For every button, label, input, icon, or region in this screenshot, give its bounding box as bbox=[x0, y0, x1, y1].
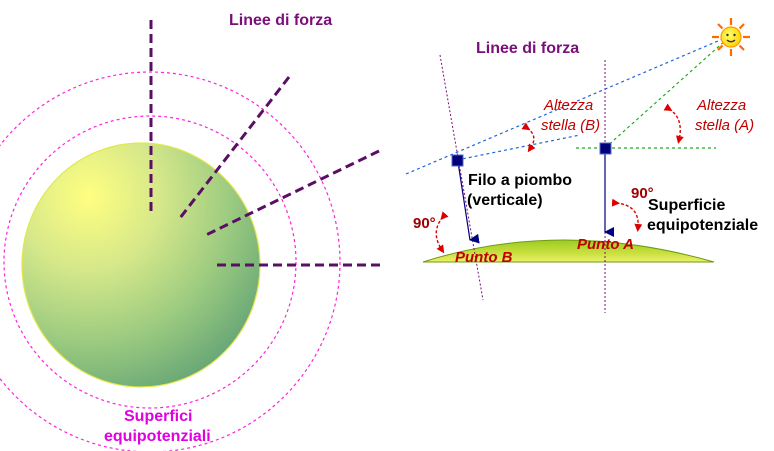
star-b-label-line1: Altezza bbox=[543, 97, 593, 114]
point-b-label: Punto B bbox=[455, 249, 513, 266]
right-title: Linee di forza bbox=[476, 40, 579, 57]
left-diagram: Linee di forza Superfici equipotenziali bbox=[0, 12, 380, 451]
star-b-label-line2: stella (B) bbox=[541, 117, 600, 134]
angle-arc-90-b bbox=[435, 211, 449, 254]
surface-label-line2: equipotenziale bbox=[647, 217, 758, 234]
ground-surface bbox=[422, 239, 715, 263]
star-ray-b bbox=[405, 37, 726, 175]
left-caption-line2: equipotenziali bbox=[104, 428, 211, 445]
field-line-steep bbox=[178, 76, 291, 219]
instrument-a bbox=[599, 142, 612, 155]
point-a-label: Punto A bbox=[577, 236, 634, 253]
equipotential-surface-outer bbox=[0, 71, 341, 451]
angle-b-label: 90° bbox=[413, 215, 436, 232]
angle-arc-star-b bbox=[521, 122, 536, 153]
right-diagram: Linee di forza Altezza stella (A) Altezz… bbox=[405, 18, 758, 313]
vertical-line-b bbox=[439, 54, 484, 301]
equipotential-surface-inner bbox=[3, 115, 297, 409]
instrument-b bbox=[451, 154, 464, 167]
angle-a-label: 90° bbox=[631, 185, 654, 202]
surface-label-line1: Superficie bbox=[648, 197, 725, 214]
angle-arc-star-a bbox=[663, 103, 684, 144]
plumb-label-line1: Filo a piombo bbox=[468, 172, 572, 189]
star-a-label-line2: stella (A) bbox=[695, 117, 754, 134]
field-line-diagonal bbox=[205, 149, 380, 237]
plumb-line-b bbox=[457, 161, 480, 244]
angle-arc-90-a bbox=[611, 198, 643, 232]
plumb-label-line2: (verticale) bbox=[467, 192, 543, 209]
sun-icon bbox=[712, 18, 750, 56]
left-caption-line1: Superfici bbox=[124, 408, 192, 425]
left-title: Linee di forza bbox=[229, 12, 332, 29]
horizon-b bbox=[456, 134, 581, 161]
star-a-label-line1: Altezza bbox=[696, 97, 746, 114]
